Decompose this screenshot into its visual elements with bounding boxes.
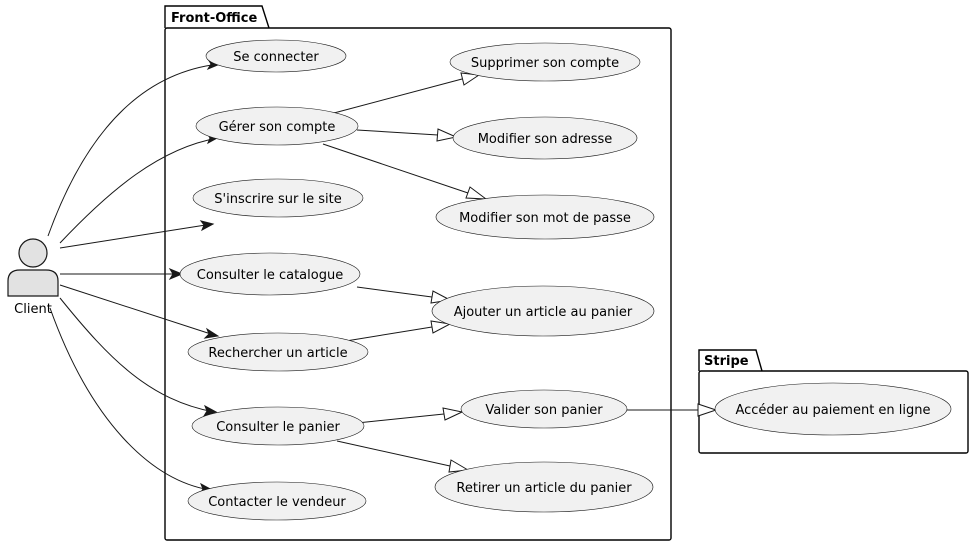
assoc-gerer-compte [59, 137, 219, 244]
arrowhead-rechercher-article [203, 327, 220, 339]
package-front-office-tab [164, 5, 270, 29]
use-case-gerer-compte[interactable]: Gérer son compte [195, 106, 359, 146]
use-case-consulter-panier[interactable]: Consulter le panier [191, 406, 365, 446]
use-case-inscrire-label: S'inscrire sur le site [214, 192, 341, 207]
rel-modifier-mdp-line [322, 143, 469, 194]
package-stripe-label: Stripe [704, 354, 749, 369]
use-case-consulter-panier-label: Consulter le panier [216, 420, 340, 435]
rel-modifier-adresse-line [356, 129, 439, 136]
use-case-gerer-compte-label: Gérer son compte [219, 120, 336, 135]
use-case-inscrire[interactable]: S'inscrire sur le site [192, 178, 364, 218]
package-front-office-label: Front-Office [171, 11, 258, 26]
arrowhead-consulter-catalogue [168, 267, 184, 281]
use-case-modifier-mdp[interactable]: Modifier son mot de passe [435, 194, 655, 240]
arrowhead-inscrire [199, 220, 215, 232]
rel-ajouter-catalogue-line [356, 286, 433, 298]
use-case-ajouter-article-label: Ajouter un article au panier [454, 305, 633, 320]
use-case-supprimer-compte[interactable]: Supprimer son compte [449, 42, 641, 82]
use-case-contacter-vendeur-label: Contacter le vendeur [208, 495, 346, 510]
use-case-consulter-catalogue[interactable]: Consulter le catalogue [179, 252, 361, 296]
use-case-valider-panier-label: Valider son panier [485, 403, 603, 418]
use-case-valider-panier[interactable]: Valider son panier [460, 389, 628, 429]
use-case-contacter-vendeur[interactable]: Contacter le vendeur [187, 481, 367, 521]
assoc-consulter-panier [59, 297, 215, 413]
use-case-ajouter-article[interactable]: Ajouter un article au panier [431, 285, 655, 337]
package-front-office: Front-Office [164, 5, 672, 541]
use-case-retirer-article-label: Retirer un article du panier [456, 481, 632, 496]
use-case-se-connecter-label: Se connecter [233, 50, 319, 65]
use-case-supprimer-compte-label: Supprimer son compte [471, 56, 619, 71]
use-case-modifier-mdp-label: Modifier son mot de passe [459, 211, 631, 226]
actor-client-label: Client [14, 302, 52, 317]
rel-ajouter-recherche-line [345, 326, 433, 342]
rel-supprimer-compte-head [460, 72, 481, 86]
use-case-rechercher-article[interactable]: Rechercher un article [187, 332, 369, 372]
assoc-contacter-vendeur [49, 307, 211, 491]
use-case-se-connecter[interactable]: Se connecter [205, 39, 347, 73]
use-case-rechercher-article-label: Rechercher un article [208, 346, 347, 361]
assoc-inscrire [59, 223, 213, 249]
actor-head-icon [18, 238, 48, 268]
rel-modifier-mdp-head [465, 186, 488, 200]
use-case-paiement-ligne[interactable]: Accéder au paiement en ligne [714, 382, 952, 436]
rel-modifier-adresse-head [436, 128, 458, 142]
actor-client[interactable]: Client [7, 238, 59, 317]
rel-retirer-article-head [448, 459, 470, 473]
rel-retirer-article-line [336, 440, 451, 467]
actor-body-icon [7, 269, 59, 297]
rel-ajouter-recherche-head [430, 320, 452, 334]
rel-paiement-head [697, 403, 718, 417]
use-case-paiement-ligne-label: Accéder au paiement en ligne [735, 403, 930, 418]
rel-valider-panier-line [356, 413, 445, 424]
package-front-office-frame [164, 27, 672, 541]
rel-valider-panier-head [442, 407, 464, 421]
rel-supprimer-compte-line [333, 78, 463, 114]
use-case-modifier-adresse[interactable]: Modifier son adresse [452, 116, 638, 160]
assoc-se-connecter [47, 63, 220, 237]
package-stripe-tab [698, 349, 763, 372]
assoc-rechercher-article [59, 284, 218, 337]
relations [322, 72, 718, 473]
use-case-consulter-catalogue-label: Consulter le catalogue [197, 268, 343, 283]
use-case-modifier-adresse-label: Modifier son adresse [478, 132, 613, 147]
use-case-retirer-article[interactable]: Retirer un article du panier [434, 461, 654, 513]
